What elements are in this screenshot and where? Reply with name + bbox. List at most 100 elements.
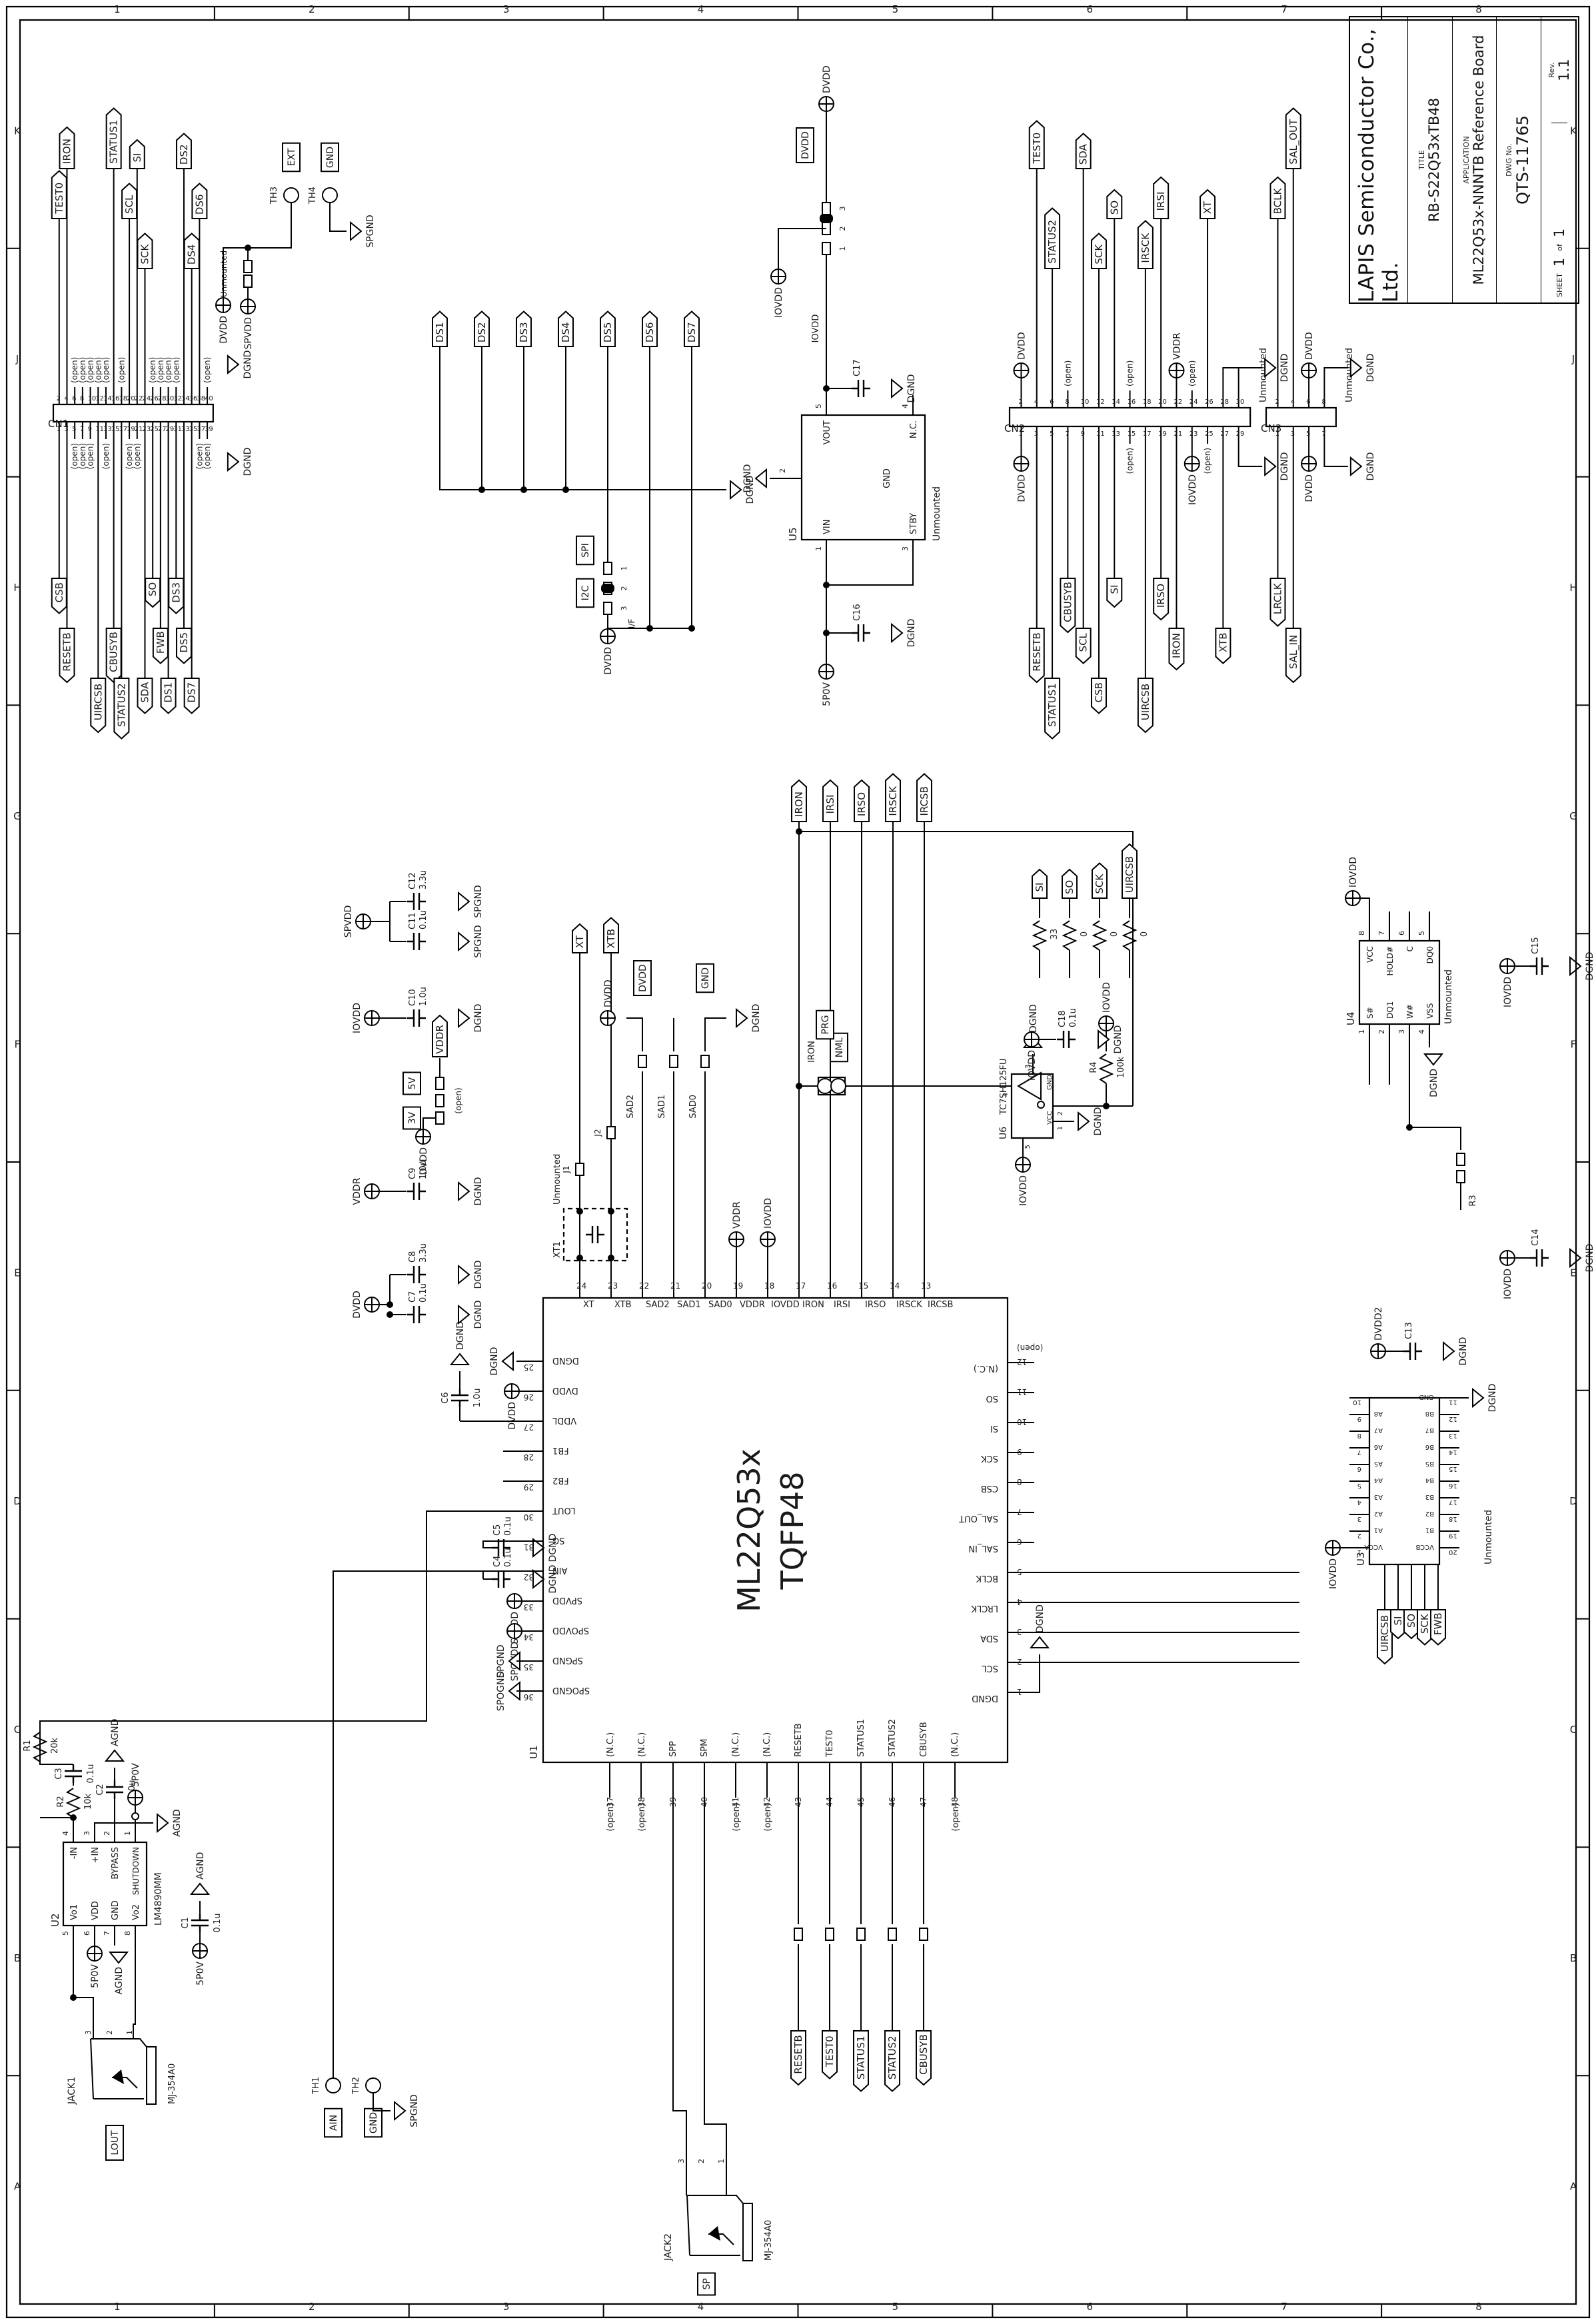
junction-dot bbox=[387, 1311, 393, 1318]
label: GND bbox=[1046, 1075, 1054, 1090]
ground-label: DGND bbox=[473, 1261, 484, 1289]
cap-ref: C16 bbox=[852, 604, 862, 621]
connector-pin-number: 32 bbox=[173, 395, 182, 402]
net-flag-label: RESETB bbox=[792, 2035, 804, 2073]
net-flag-label: CBUSYB bbox=[108, 632, 120, 672]
ground-label: AGND bbox=[110, 1719, 121, 1746]
ic-pin-number: 2 bbox=[1017, 1657, 1022, 1666]
terminal-pin bbox=[365, 2077, 381, 2093]
ic-pin-number: 14 bbox=[890, 1281, 900, 1291]
connector-ref: CN1 bbox=[48, 418, 69, 430]
ic-pin-number: 38 bbox=[637, 1797, 646, 1807]
label: STBY bbox=[909, 513, 919, 534]
u3-pin-name: VCCA bbox=[1364, 1543, 1383, 1550]
label: JACK1 bbox=[67, 2077, 77, 2105]
u3-pin-name: A5 bbox=[1374, 1460, 1383, 1467]
ic-pin-name: (N.C.) bbox=[762, 1732, 772, 1757]
ic-pin-number: 28 bbox=[524, 1452, 534, 1462]
net-flag-label: VDDR bbox=[434, 1025, 446, 1054]
ic-pin-name: LRCLK bbox=[971, 1603, 998, 1613]
power-label: DVDD bbox=[219, 316, 229, 344]
ground-symbol bbox=[891, 378, 904, 399]
zone-number: 2 bbox=[309, 2301, 315, 2313]
net-flag-label: TEST0 bbox=[1031, 133, 1043, 165]
connector-pin-number: 6 bbox=[72, 395, 76, 402]
net-flag-label: DS7 bbox=[686, 322, 698, 342]
label: Vo1 bbox=[69, 1904, 79, 1920]
u3-pin-number: 5 bbox=[1357, 1482, 1361, 1489]
power-cross bbox=[1301, 363, 1317, 378]
junction-dot bbox=[387, 1301, 393, 1308]
company-name: LAPIS Semiconductor Co., Ltd. bbox=[1350, 17, 1409, 302]
connector-ref: CN3 bbox=[1261, 422, 1281, 434]
power-label: VDDR bbox=[732, 1201, 742, 1229]
jumper-pad bbox=[822, 242, 831, 255]
net-flag bbox=[152, 628, 169, 664]
net-flag bbox=[884, 2030, 900, 2092]
label: 5 bbox=[61, 1931, 70, 1936]
u3-pin-name: B2 bbox=[1425, 1510, 1434, 1517]
cap-value: 3.3u bbox=[418, 1243, 428, 1263]
connector-pin-number: 30 bbox=[166, 395, 175, 402]
connector-pin-number: 21 bbox=[135, 426, 143, 433]
connector-pin-number: 16 bbox=[1128, 398, 1136, 406]
connector-pin-number: 34 bbox=[181, 395, 190, 402]
label: TQFP48 bbox=[774, 1471, 810, 1590]
power-cross bbox=[193, 1944, 207, 1958]
label: +IN bbox=[91, 1847, 101, 1863]
ground-symbol bbox=[1264, 456, 1277, 477]
jumper-pad bbox=[638, 1055, 647, 1068]
label: (open) bbox=[951, 1803, 961, 1832]
connector-pin-number: 3 bbox=[1034, 430, 1038, 438]
ground-label: DGND bbox=[548, 1565, 558, 1594]
title-block: LAPIS Semiconductor Co., Ltd. TITLE RB-S… bbox=[1349, 16, 1579, 304]
u3-pin-number: 6 bbox=[1357, 1465, 1361, 1472]
zone-letter: G bbox=[1569, 810, 1577, 822]
connector-pin-number: 2 bbox=[1275, 398, 1279, 406]
ground-label: DGND bbox=[243, 350, 253, 379]
connector-pin-number: 36 bbox=[189, 395, 198, 402]
ground-symbol bbox=[189, 1882, 211, 1895]
connector-pin-number: 6 bbox=[1050, 398, 1054, 406]
sheet-number: 1 bbox=[1551, 257, 1568, 267]
ic-pin-number: 33 bbox=[524, 1602, 534, 1612]
net-flag-label: SAL_IN bbox=[1287, 635, 1300, 670]
power-cross bbox=[819, 664, 834, 679]
cap-ref: C3 bbox=[54, 1768, 64, 1779]
label: (open) bbox=[637, 1803, 647, 1832]
label: 4 bbox=[1002, 1093, 1010, 1097]
net-flag bbox=[90, 678, 107, 734]
u3-pin-number: 13 bbox=[1449, 1432, 1457, 1439]
ic-pin-number: 47 bbox=[919, 1797, 928, 1807]
u3-pin-number: 7 bbox=[1357, 1449, 1361, 1456]
label: 1 bbox=[1357, 1029, 1366, 1034]
power-cross bbox=[365, 1297, 379, 1312]
ic-pin-number: 44 bbox=[825, 1797, 834, 1807]
jumper-pad bbox=[794, 1928, 803, 1941]
jumper-pad bbox=[243, 275, 253, 288]
net-flag bbox=[916, 2030, 932, 2086]
label: I/F bbox=[627, 619, 636, 629]
net-flag-label: SCK bbox=[1419, 1613, 1431, 1634]
net-flag bbox=[1269, 176, 1286, 219]
net-flag bbox=[1032, 868, 1048, 899]
label: TH2 bbox=[351, 2077, 361, 2095]
net-flag-label: STATUS1 bbox=[855, 2035, 867, 2079]
ic-pin-name: IRON bbox=[802, 1300, 824, 1310]
ic-pin-name: DGND bbox=[972, 1693, 998, 1703]
ic-pin-name: SAD1 bbox=[677, 1300, 701, 1310]
ic-pin-number: 1 bbox=[1017, 1687, 1022, 1696]
ic-pin-number: 34 bbox=[524, 1632, 534, 1642]
net-flag bbox=[160, 678, 177, 714]
ground-label: SPGND bbox=[409, 2094, 420, 2127]
net-flag bbox=[175, 133, 192, 169]
res-ref: R2 bbox=[56, 1796, 66, 1807]
ic-pin-number: 48 bbox=[950, 1797, 960, 1807]
ic-pin-name: DGND bbox=[552, 1355, 579, 1365]
net-flag-label: DS4 bbox=[186, 244, 198, 265]
boxed-label-text: LOUT bbox=[110, 2130, 121, 2155]
label: GND bbox=[882, 468, 892, 488]
junction-dot bbox=[608, 1255, 614, 1261]
connector-pin-number: 2 bbox=[1018, 398, 1022, 406]
label: VIN bbox=[822, 520, 832, 534]
